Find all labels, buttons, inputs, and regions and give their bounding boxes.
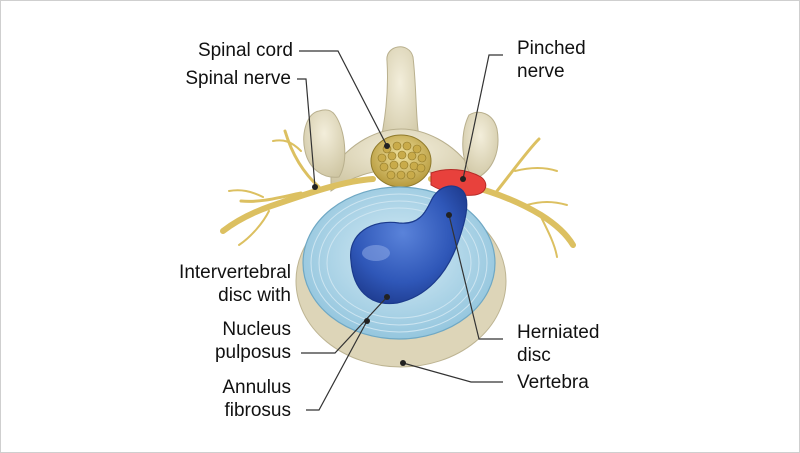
label-herniated-disc-line2: disc [517, 345, 551, 366]
label-herniated-disc-line1: Herniated [517, 322, 600, 343]
label-pinched-nerve-line1: Pinched [517, 38, 586, 59]
label-spinal-cord: Spinal cord [197, 40, 293, 61]
label-intervertebral-disc-line1: Intervertebral [179, 262, 291, 283]
label-nucleus-pulposus: Nucleus pulposus [215, 318, 291, 364]
label-vertebra: Vertebra [517, 372, 589, 393]
label-spinal-nerve: Spinal nerve [185, 68, 291, 89]
label-annulus-fibrosus: Annulus fibrosus [222, 376, 291, 422]
nucleus-pulposus [350, 185, 468, 305]
annulus-rings [310, 193, 488, 333]
leader-dots [312, 143, 466, 366]
spinous-process [378, 46, 422, 150]
label-pinched-nerve: Pinched nerve [517, 37, 586, 83]
label-nucleus-pulposus-line1: Nucleus [222, 319, 291, 340]
label-intervertebral-disc-line2: disc with [218, 285, 291, 306]
label-nucleus-pulposus-line2: pulposus [214, 342, 291, 363]
label-annulus-fibrosus-line1: Annulus [222, 377, 291, 398]
leader-lines [297, 50, 503, 411]
label-herniated-disc: Herniated disc [517, 321, 599, 367]
label-intervertebral-disc: Intervertebral disc with [179, 261, 291, 307]
left-transverse-process [303, 109, 346, 178]
label-pinched-nerve-line2: nerve [517, 61, 565, 82]
spinal-cord [370, 134, 432, 188]
right-transverse-process [462, 111, 499, 180]
label-annulus-fibrosus-line2: fibrosus [224, 400, 291, 421]
